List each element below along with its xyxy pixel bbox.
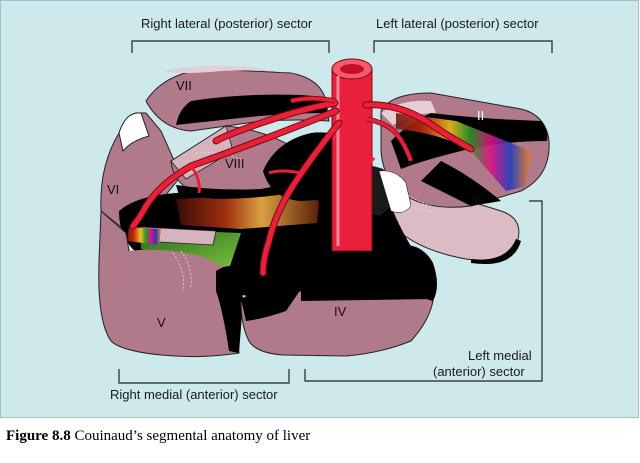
left-medial-bracket [304, 200, 543, 382]
right-medial-bracket [118, 369, 290, 384]
right-medial-sector-label: Right medial (anterior) sector [110, 387, 278, 402]
liver-diagram [98, 40, 553, 384]
left-lateral-sector-label: Left lateral (posterior) sector [376, 16, 539, 31]
segment-3-label: III [471, 193, 482, 208]
segment-7-label: VII [176, 78, 192, 93]
left-medial-sector-label-line2: (anterior) sector [433, 364, 525, 379]
figure-caption: Figure 8.8 Couinaud’s segmental anatomy … [6, 428, 310, 445]
segment-4-label: IV [334, 304, 347, 319]
caption-text: Couinaud’s segmental anatomy of liver [74, 428, 311, 444]
figure-panel: Right lateral (posterior) sector Left la… [0, 0, 639, 418]
segment-6-label: VI [107, 182, 120, 197]
right-lateral-sector-label: Right lateral (posterior) sector [141, 16, 313, 31]
left-medial-sector-label-line1: Left medial [468, 348, 532, 363]
segment-8-label: VIII [225, 156, 245, 171]
segment-5-label: V [157, 315, 166, 330]
stripe-band [396, 113, 531, 191]
right-lateral-bracket [131, 40, 330, 53]
caption-prefix: Figure 8.8 [6, 428, 71, 444]
segment-2-label: II [477, 108, 485, 123]
left-lateral-bracket [373, 40, 553, 53]
